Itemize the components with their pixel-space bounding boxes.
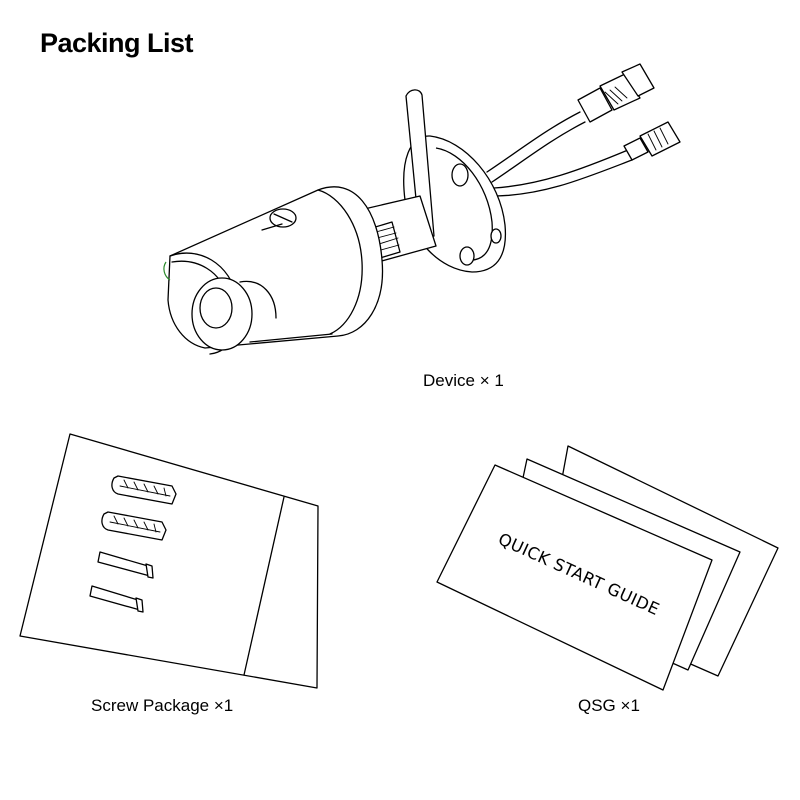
device-caption: Device × 1 — [423, 371, 504, 391]
anchor-plug-1 — [111, 475, 177, 505]
qsg-label: QSG — [578, 696, 616, 715]
qsg-caption: QSG ×1 — [578, 696, 640, 716]
screw-bag — [19, 433, 319, 689]
device-camera-illustration — [163, 63, 681, 355]
screw-1 — [97, 551, 154, 579]
screw-package-illustration — [19, 433, 319, 689]
screw-package-quantity: ×1 — [213, 696, 234, 715]
camera-body — [163, 186, 384, 355]
qsg-illustration: QUICK START GUIDE — [436, 445, 779, 691]
anchor-plug-2 — [101, 511, 167, 541]
screw-package-label: Screw Package — [91, 696, 210, 715]
page-title: Packing List — [40, 28, 194, 58]
device-label: Device — [423, 371, 475, 390]
qsg-page-front — [436, 464, 713, 691]
device-quantity: × 1 — [479, 371, 504, 390]
screw-2 — [89, 585, 144, 613]
qsg-quantity: ×1 — [620, 696, 640, 715]
camera-cables — [486, 63, 681, 197]
screw-package-caption: Screw Package ×1 — [91, 696, 233, 716]
